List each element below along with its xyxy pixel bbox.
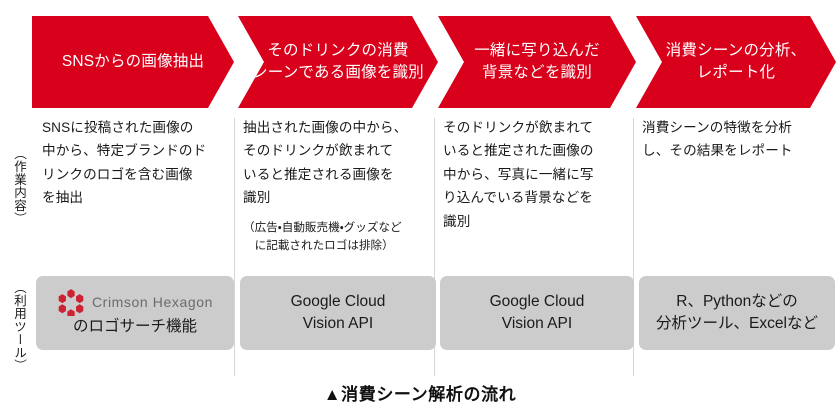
crimson-hexagon-logo-icon (58, 289, 84, 317)
description-column-2: 抽出された画像の中から、 そのドリンクが飲まれて いると推定される画像を 識別 … (234, 116, 435, 376)
process-step-1-label: SNSからの画像抽出 (61, 53, 205, 70)
tool-box-2[interactable]: Google Cloud Vision API (240, 276, 436, 350)
tool-box-3[interactable]: Google Cloud Vision API (440, 276, 634, 350)
column-separator-2 (434, 118, 435, 376)
tools-row: Crimson Hexagon のロゴサーチ機能 Google Cloud Vi… (0, 276, 840, 362)
description-text-4: 消費シーンの特徴を分析 し、その結果をレポート (642, 120, 793, 159)
description-row: SNSに投稿された画像の 中から、特定ブランドのド リンクのロゴを含む画像 を抽… (0, 116, 840, 376)
description-column-4: 消費シーンの特徴を分析 し、その結果をレポート (633, 116, 836, 376)
column-separator-1 (234, 118, 235, 376)
process-step-3[interactable]: 一緒に写り込んだ 背景などを識別 (438, 16, 636, 108)
description-text-1: SNSに投稿された画像の 中から、特定ブランドのド リンクのロゴを含む画像 を抽… (42, 120, 207, 206)
process-step-2-label: そのドリンクの消費 シーンである画像を識別 (252, 42, 424, 81)
tool-box-2-label: Google Cloud Vision API (290, 293, 386, 332)
description-column-1: SNSに投稿された画像の 中から、特定ブランドのド リンクのロゴを含む画像 を抽… (42, 116, 232, 210)
process-step-2[interactable]: そのドリンクの消費 シーンである画像を識別 (238, 16, 438, 108)
tool-box-4[interactable]: R、Pythonなどの 分析ツール、Excelなど (639, 276, 835, 350)
tool-box-4-label: R、Pythonなどの 分析ツール、Excelなど (656, 293, 818, 332)
row-label-tools: （利用ツール） (12, 280, 26, 372)
description-note-2: （広告・自動販売機・グッズなど に記載されたロゴは排除） (243, 220, 402, 253)
tool-box-1-sublabel: のロゴサーチ機能 (72, 318, 197, 336)
row-label-work-content: （作業内容） (12, 147, 26, 225)
process-step-4[interactable]: 消費シーンの分析、 レポート化 (636, 16, 836, 108)
tool-box-3-label: Google Cloud Vision API (489, 293, 585, 332)
diagram-caption: ▲消費シーン解析の流れ (323, 385, 517, 404)
tool-box-1[interactable]: Crimson Hexagon のロゴサーチ機能 (36, 276, 234, 350)
crimson-hexagon-brand-name: Crimson Hexagon (91, 294, 214, 311)
description-text-2: 抽出された画像の中から、 そのドリンクが飲まれて いると推定される画像を 識別 (243, 120, 408, 206)
process-step-1[interactable]: SNSからの画像抽出 (32, 16, 234, 108)
process-step-4-label: 消費シーンの分析、 レポート化 (665, 42, 807, 81)
description-text-3: そのドリンクが飲まれて いると推定された画像の 中から、写真に一緒に写 り込んで… (443, 120, 594, 229)
crimson-hexagon-brand: Crimson Hexagon (57, 288, 214, 317)
process-step-row: SNSからの画像抽出 そのドリンクの消費 シーンである画像を識別 一緒に写り込ん… (0, 16, 840, 108)
column-separator-3 (633, 118, 634, 376)
process-step-3-label: 一緒に写り込んだ 背景などを識別 (474, 42, 600, 81)
description-column-3: そのドリンクが飲まれて いると推定された画像の 中から、写真に一緒に写 り込んで… (434, 116, 633, 376)
